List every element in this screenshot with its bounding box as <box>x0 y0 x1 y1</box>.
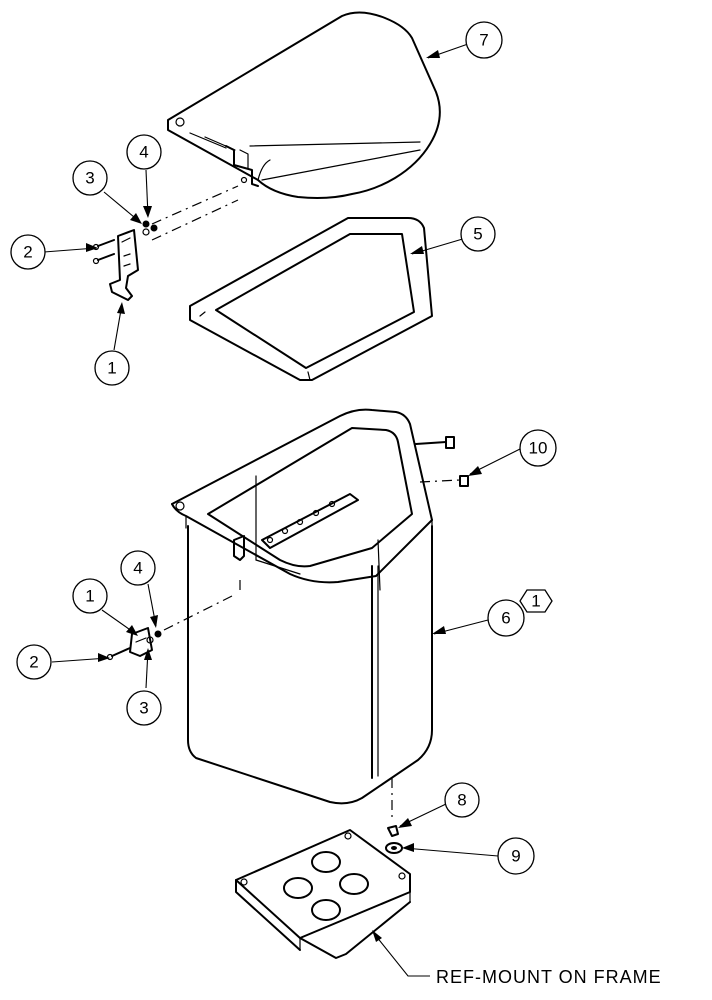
note-flag-1: 1 <box>519 589 553 613</box>
upper-latch-assembly <box>92 185 239 301</box>
callout-7: 7 <box>465 21 503 59</box>
callout-label: 4 <box>133 559 142 578</box>
callout-label: 8 <box>457 791 466 810</box>
callout-label: 5 <box>473 225 482 244</box>
callout-label: 1 <box>107 359 116 378</box>
note-flag-label: 1 <box>531 592 540 611</box>
callout-4-upper: 4 <box>126 134 162 170</box>
callout-4-lower: 4 <box>120 550 156 586</box>
rim-bolts <box>415 436 469 487</box>
callout-label: 1 <box>85 587 94 606</box>
bolt-and-washer <box>385 825 403 854</box>
callout-label: 9 <box>511 847 520 866</box>
callout-1-lower: 1 <box>72 578 108 614</box>
callout-label: 4 <box>139 143 148 162</box>
callout-label: 3 <box>85 169 94 188</box>
callout-5: 5 <box>460 216 496 252</box>
reference-note: REF-MOUNT ON FRAME <box>436 967 662 987</box>
callout-10: 10 <box>519 429 557 467</box>
callout-8: 8 <box>444 782 480 818</box>
callout-2-lower: 2 <box>16 644 52 680</box>
part-box <box>171 408 433 820</box>
leaders <box>43 43 523 977</box>
callout-6: 6 <box>487 599 525 637</box>
callout-3-lower: 3 <box>126 690 162 726</box>
part-lid <box>167 11 441 199</box>
lower-latch-assembly <box>106 593 237 661</box>
callout-2-upper: 2 <box>10 234 46 270</box>
callout-label: 3 <box>139 699 148 718</box>
callout-label: 2 <box>23 243 32 262</box>
callout-label: 6 <box>501 609 510 628</box>
callout-label: 2 <box>29 653 38 672</box>
callout-9: 9 <box>497 837 535 875</box>
callout-label: 7 <box>479 31 488 50</box>
part-gasket <box>189 217 433 381</box>
callout-1-upper: 1 <box>94 350 130 386</box>
callout-3-upper: 3 <box>72 160 108 196</box>
callout-label: 10 <box>529 439 548 458</box>
mount-plate <box>235 829 411 959</box>
